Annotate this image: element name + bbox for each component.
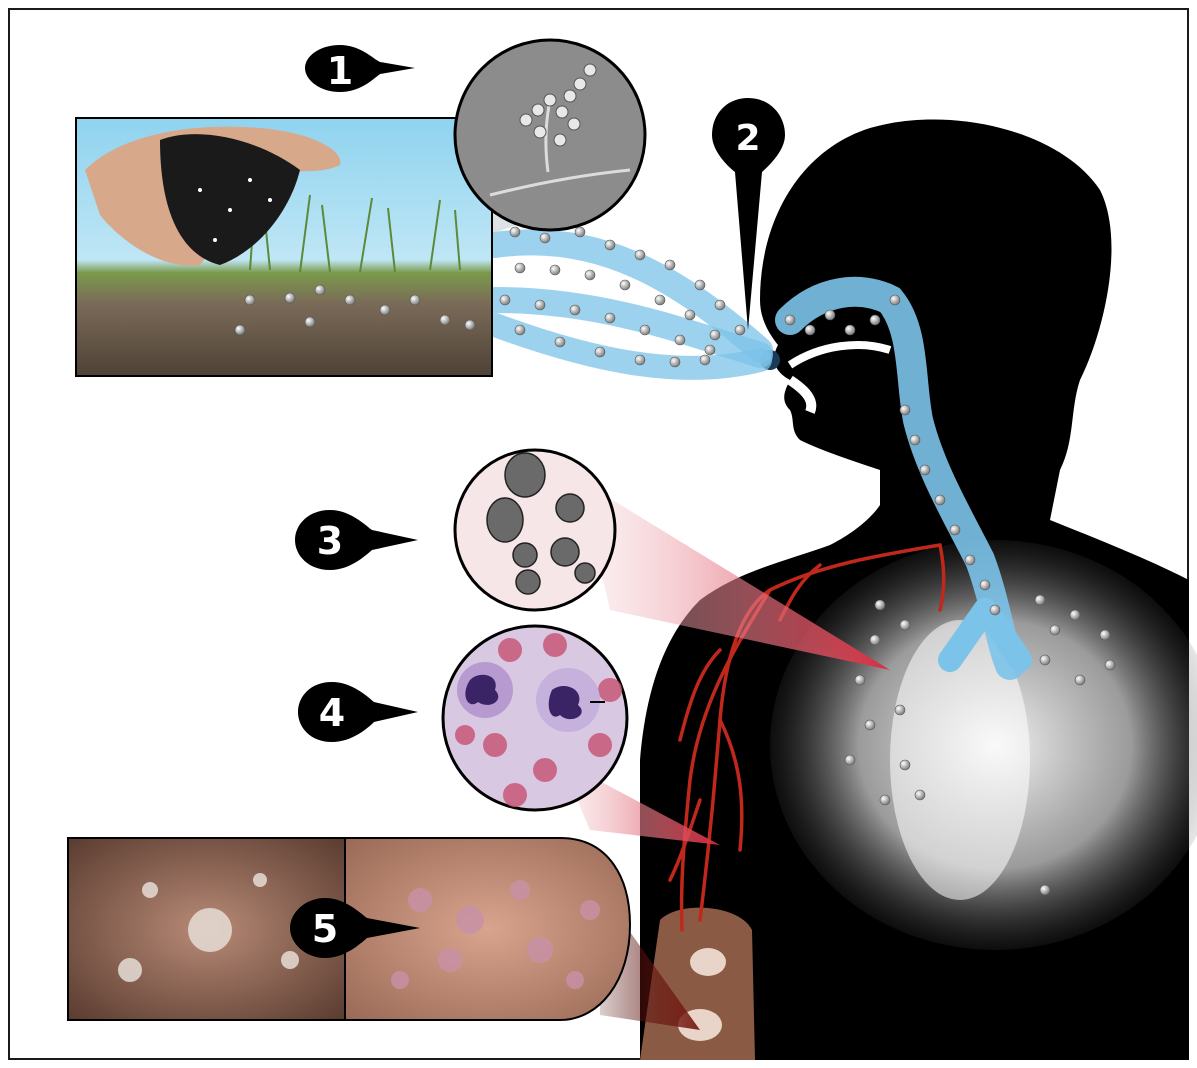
marker-3-label: 3 bbox=[317, 519, 343, 563]
spore-particle bbox=[695, 280, 705, 290]
spore-particle bbox=[900, 760, 910, 770]
spore-particle bbox=[700, 355, 710, 365]
spore-particle bbox=[535, 300, 545, 310]
spore-particle bbox=[410, 295, 420, 305]
spore-particle bbox=[305, 317, 315, 327]
spore-particle bbox=[1035, 595, 1045, 605]
spore-particle bbox=[895, 705, 905, 715]
spore-particle bbox=[515, 325, 525, 335]
spore-particle bbox=[845, 325, 855, 335]
spore-particle bbox=[670, 357, 680, 367]
spore-particle bbox=[980, 580, 990, 590]
conidia-chain-micrograph bbox=[455, 40, 645, 230]
marker-3: 3 bbox=[295, 510, 418, 570]
marker-1-label: 1 bbox=[327, 49, 353, 93]
spore-particle bbox=[900, 620, 910, 630]
spore-particle bbox=[910, 435, 920, 445]
spore-particle bbox=[620, 280, 630, 290]
spore-particle bbox=[380, 305, 390, 315]
spore-particle bbox=[605, 313, 615, 323]
spore-particle bbox=[585, 270, 595, 280]
spore-particle bbox=[845, 755, 855, 765]
spore-particle bbox=[950, 525, 960, 535]
spore-particle bbox=[465, 320, 475, 330]
spore-particle bbox=[440, 315, 450, 325]
spore-particle bbox=[710, 330, 720, 340]
spore-particle bbox=[345, 295, 355, 305]
marker-4-label: 4 bbox=[319, 691, 345, 735]
spore-particle bbox=[870, 635, 880, 645]
spore-particle bbox=[550, 265, 560, 275]
spore-particle bbox=[575, 227, 585, 237]
spore-particle bbox=[555, 337, 565, 347]
spore-particle bbox=[635, 250, 645, 260]
spore-particle bbox=[735, 325, 745, 335]
spore-particle bbox=[285, 293, 295, 303]
spore-particle bbox=[990, 605, 1000, 615]
spore-particle bbox=[935, 495, 945, 505]
spore-particle bbox=[1075, 675, 1085, 685]
spore-particle bbox=[875, 600, 885, 610]
spore-particle bbox=[900, 405, 910, 415]
spore-particle bbox=[1105, 660, 1115, 670]
spore-particle bbox=[685, 310, 695, 320]
spore-particle bbox=[865, 720, 875, 730]
spore-particle bbox=[1040, 655, 1050, 665]
spore-particle bbox=[595, 347, 605, 357]
spore-particle bbox=[675, 335, 685, 345]
spore-particle bbox=[655, 295, 665, 305]
spore-particle bbox=[855, 675, 865, 685]
spore-particle bbox=[805, 325, 815, 335]
spore-particle bbox=[920, 465, 930, 475]
spore-particle bbox=[605, 240, 615, 250]
spore-particle bbox=[825, 310, 835, 320]
spore-particle bbox=[1070, 610, 1080, 620]
spore-particle bbox=[1100, 630, 1110, 640]
spore-particle bbox=[1050, 625, 1060, 635]
spore-particle bbox=[1040, 885, 1050, 895]
spore-particle bbox=[890, 295, 900, 305]
budding-yeast-micrograph bbox=[455, 450, 615, 610]
neutrophil-smear-micrograph bbox=[443, 626, 627, 810]
spore-particle bbox=[235, 325, 245, 335]
spore-particle bbox=[870, 315, 880, 325]
marker-4: 4 bbox=[298, 682, 418, 742]
spore-particle bbox=[705, 345, 715, 355]
spore-particle bbox=[515, 263, 525, 273]
spore-particle bbox=[880, 795, 890, 805]
marker-5-label: 5 bbox=[312, 907, 338, 951]
spore-particle bbox=[665, 260, 675, 270]
spore-particle bbox=[915, 790, 925, 800]
spore-particle bbox=[715, 300, 725, 310]
spore-particle bbox=[570, 305, 580, 315]
spore-particle bbox=[965, 555, 975, 565]
spore-particle bbox=[635, 355, 645, 365]
spore-particle bbox=[245, 295, 255, 305]
spore-particle bbox=[315, 285, 325, 295]
spore-particle bbox=[510, 227, 520, 237]
spore-particle bbox=[785, 315, 795, 325]
marker-2-label: 2 bbox=[735, 118, 760, 159]
marker-1: 1 bbox=[305, 45, 415, 93]
spore-particle bbox=[500, 295, 510, 305]
spore-particle bbox=[640, 325, 650, 335]
spore-particle bbox=[540, 233, 550, 243]
soil-handful-image bbox=[76, 118, 492, 376]
